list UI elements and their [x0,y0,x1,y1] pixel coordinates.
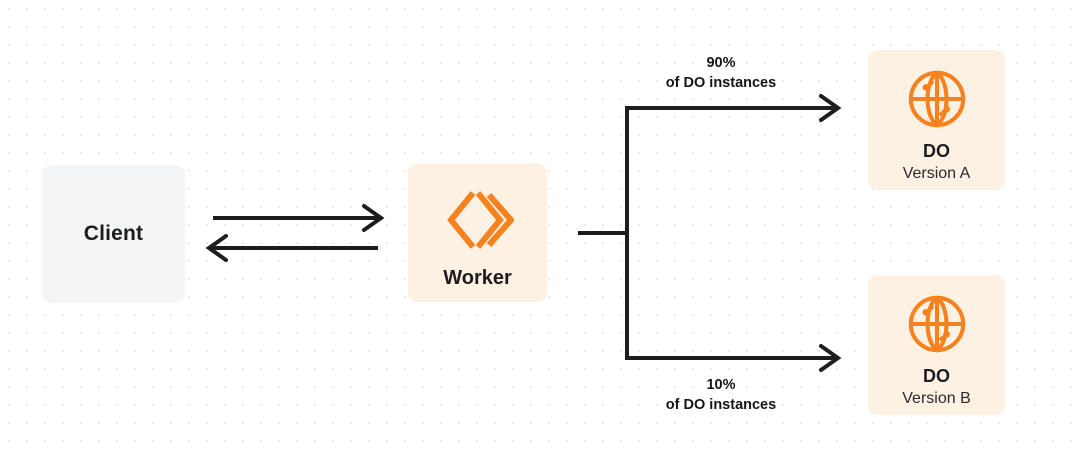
node-do-a-sublabel: Version A [902,164,971,182]
durable-object-globe-icon [906,293,968,355]
arrow-worker-to-client [205,234,378,262]
node-do-b-sublabel: Version B [902,389,971,407]
arrow-client-to-worker [213,204,385,232]
edge-label-do-a-caption: of DO instances [665,75,777,91]
edge-label-do-b: 10% of DO instances [626,375,816,415]
edge-label-do-a-percent: 90% [706,55,736,71]
node-client[interactable]: Client [42,165,185,303]
cloudflare-workers-icon [442,187,514,253]
durable-object-globe-icon [906,68,968,130]
node-client-label: Client [83,222,144,245]
node-do-version-b[interactable]: DO Version B [868,275,1005,415]
edge-label-do-b-percent: 10% [706,377,736,393]
arrow-worker-to-do-b [625,344,842,372]
edge-label-do-a: 90% of DO instances [626,53,816,93]
node-do-b-label: DO [923,366,950,386]
edge-label-do-b-caption: of DO instances [665,397,777,413]
node-do-a-label: DO [923,141,950,161]
node-do-version-a[interactable]: DO Version A [868,50,1005,190]
node-worker[interactable]: Worker [408,163,547,302]
arrow-worker-to-do-a [625,94,842,122]
node-worker-label: Worker [443,267,512,289]
